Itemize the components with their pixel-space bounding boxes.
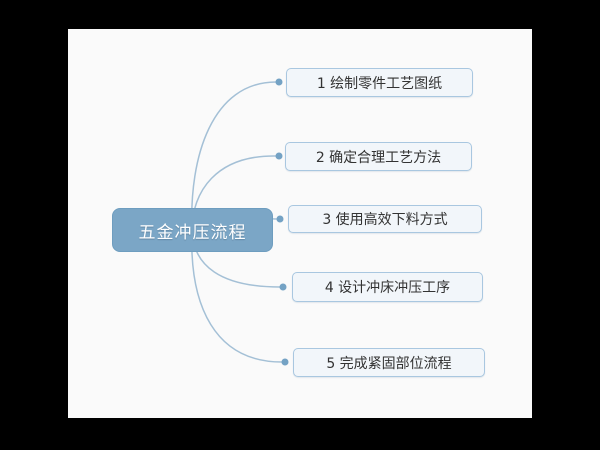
branch-node-4[interactable]: 4 设计冲床冲压工序 — [292, 272, 483, 302]
root-node[interactable]: 五金冲压流程 — [112, 208, 273, 252]
branch-node-2[interactable]: 2 确定合理工艺方法 — [285, 142, 472, 171]
connector-curve-1 — [191, 81, 277, 231]
branch-node-label: 4 设计冲床冲压工序 — [324, 280, 451, 296]
branch-node-label: 3 使用高效下料方式 — [322, 212, 448, 228]
connector-dot-2 — [275, 152, 283, 160]
branch-node-5[interactable]: 5 完成紧固部位流程 — [293, 348, 485, 377]
branch-node-1[interactable]: 1 绘制零件工艺图纸 — [286, 68, 473, 97]
connector-dot-3 — [276, 215, 284, 223]
connector-curve-5 — [191, 229, 283, 363]
connector-dot-1 — [275, 78, 283, 86]
branch-node-label: 1 绘制零件工艺图纸 — [316, 75, 443, 92]
connector-dot-4 — [279, 283, 287, 291]
branch-node-label: 5 完成紧固部位流程 — [326, 355, 452, 372]
mindmap-canvas: 五金冲压流程 1 绘制零件工艺图纸 2 确定合理工艺方法 3 使用高效下料方式 … — [68, 29, 532, 418]
branch-node-label: 2 确定合理工艺方法 — [315, 149, 442, 166]
root-node-label: 五金冲压流程 — [138, 222, 247, 243]
branch-node-3[interactable]: 3 使用高效下料方式 — [288, 205, 482, 233]
connector-dot-5 — [281, 358, 289, 366]
